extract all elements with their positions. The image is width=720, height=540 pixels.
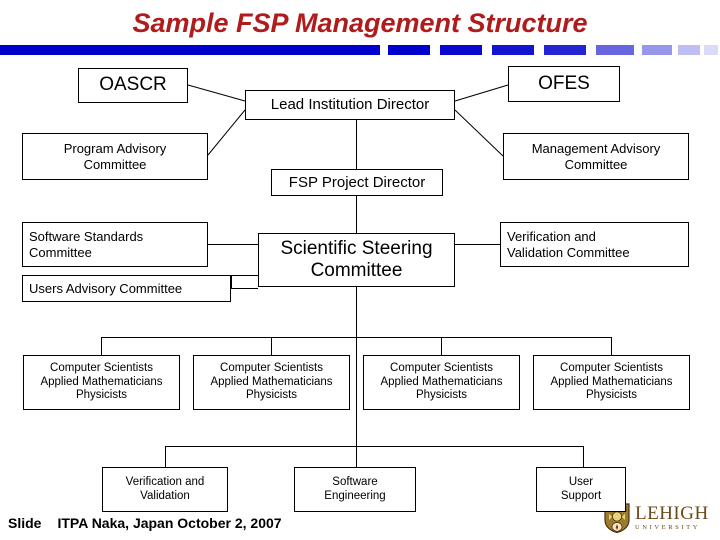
rule-segment xyxy=(388,45,430,55)
rule-segment xyxy=(642,45,672,55)
box-staff-group-line3: Physicists xyxy=(415,389,468,402)
box-verification-validation-committee[interactable]: Verification and Validation Committee xyxy=(500,222,689,267)
box-lead-institution-director[interactable]: Lead Institution Director xyxy=(245,90,455,120)
connector-trunk-to-functional-bus xyxy=(356,337,357,446)
box-software-engineering[interactable]: Software Engineering xyxy=(294,467,416,512)
box-fsp-project-director[interactable]: FSP Project Director xyxy=(271,169,443,196)
title-underline-rule xyxy=(0,45,720,55)
rule-segment xyxy=(596,45,634,55)
box-staff-group-line1: Computer Scientists xyxy=(390,362,493,375)
box-fsp-project-director-label: FSP Project Director xyxy=(288,173,426,191)
connector-ssc-to-users-advisory xyxy=(231,288,258,289)
functional-drop-3 xyxy=(583,446,584,467)
box-staff-group-line1: Computer Scientists xyxy=(560,362,663,375)
box-ofes[interactable]: OFES xyxy=(508,66,620,102)
box-software-engineering-line2: Engineering xyxy=(324,489,386,502)
box-user-support-line2: Support xyxy=(560,489,602,502)
box-staff-group[interactable]: Computer Scientists Applied Mathematicia… xyxy=(533,355,690,410)
staff-drop-3 xyxy=(441,337,442,355)
staff-drop-2 xyxy=(271,337,272,355)
box-software-engineering-line1: Software xyxy=(332,475,378,488)
box-program-advisory-committee[interactable]: Program Advisory Committee xyxy=(22,133,208,180)
box-oascr-label: OASCR xyxy=(99,74,167,96)
logo-subtitle: UNIVERSITY xyxy=(635,524,700,532)
box-staff-group-line2: Applied Mathematicians xyxy=(550,375,673,388)
box-lead-institution-director-label: Lead Institution Director xyxy=(270,96,430,114)
logo-name: LEHIGH xyxy=(635,503,709,525)
box-staff-group[interactable]: Computer Scientists Applied Mathematicia… xyxy=(193,355,350,410)
logo-wordmark: LEHIGH UNIVERSITY xyxy=(635,504,709,532)
page-title: Sample FSP Management Structure xyxy=(132,8,588,38)
connector-ssc-to-vv-committee xyxy=(455,244,500,245)
box-oascr[interactable]: OASCR xyxy=(78,68,188,103)
box-verification-validation-committee-line1: Verification and xyxy=(507,229,596,245)
box-staff-group-line2: Applied Mathematicians xyxy=(40,375,163,388)
box-staff-group-line3: Physicists xyxy=(75,389,128,402)
box-ofes-label: OFES xyxy=(538,72,590,94)
rule-segment xyxy=(0,45,380,55)
functional-bus xyxy=(165,446,583,447)
slide-number-label: Slide xyxy=(8,515,42,531)
connector-ssc-to-staff-bus xyxy=(356,287,357,337)
box-user-support-line1: User xyxy=(568,475,594,488)
rule-segment xyxy=(704,45,718,55)
box-staff-group-line3: Physicists xyxy=(585,389,638,402)
box-management-advisory-committee-line1: Management Advisory xyxy=(531,141,661,157)
box-verification-and-validation-line1: Verification and xyxy=(125,475,205,488)
box-verification-and-validation[interactable]: Verification and Validation xyxy=(102,467,228,512)
box-scientific-steering-committee-line2: Committee xyxy=(310,260,403,281)
connector-users-advisory-riser xyxy=(231,275,232,289)
box-staff-group[interactable]: Computer Scientists Applied Mathematicia… xyxy=(23,355,180,410)
connector-lid-to-fsp xyxy=(356,120,357,169)
box-software-standards-committee[interactable]: Software Standards Committee xyxy=(22,222,208,267)
box-staff-group-line3: Physicists xyxy=(245,389,298,402)
box-scientific-steering-committee-line1: Scientific Steering xyxy=(280,237,433,259)
functional-drop-2 xyxy=(356,446,357,467)
box-staff-group-line1: Computer Scientists xyxy=(220,362,323,375)
rule-segment xyxy=(678,45,700,55)
box-program-advisory-committee-line2: Committee xyxy=(83,156,147,172)
box-software-standards-committee-line1: Software Standards xyxy=(29,229,144,245)
rule-segment xyxy=(544,45,586,55)
connector-ssc-to-software-standards xyxy=(208,244,258,245)
functional-drop-1 xyxy=(165,446,166,467)
box-management-advisory-committee[interactable]: Management Advisory Committee xyxy=(503,133,689,180)
staff-drop-4 xyxy=(611,337,612,355)
connector-fsp-to-ssc xyxy=(356,196,357,233)
box-users-advisory-committee-label: Users Advisory Committee xyxy=(29,280,183,296)
box-staff-group[interactable]: Computer Scientists Applied Mathematicia… xyxy=(363,355,520,410)
box-program-advisory-committee-line1: Program Advisory xyxy=(63,141,167,157)
rule-segment xyxy=(492,45,534,55)
box-staff-group-line1: Computer Scientists xyxy=(50,362,153,375)
slide-footer: Slide ITPA Naka, Japan October 2, 2007 xyxy=(8,515,282,531)
box-staff-group-line2: Applied Mathematicians xyxy=(210,375,333,388)
staff-drop-1 xyxy=(101,337,102,355)
slide-footer-text: ITPA Naka, Japan October 2, 2007 xyxy=(57,515,282,531)
box-users-advisory-committee[interactable]: Users Advisory Committee xyxy=(22,275,231,302)
box-verification-validation-committee-line2: Validation Committee xyxy=(507,244,630,260)
rule-segment xyxy=(440,45,482,55)
box-software-standards-committee-line2: Committee xyxy=(29,244,92,260)
box-staff-group-line2: Applied Mathematicians xyxy=(380,375,503,388)
box-management-advisory-committee-line2: Committee xyxy=(564,156,628,172)
box-scientific-steering-committee[interactable]: Scientific Steering Committee xyxy=(258,233,455,287)
connector-users-advisory-stub xyxy=(231,275,258,276)
box-verification-and-validation-line2: Validation xyxy=(140,489,190,502)
box-user-support[interactable]: User Support xyxy=(536,467,626,512)
